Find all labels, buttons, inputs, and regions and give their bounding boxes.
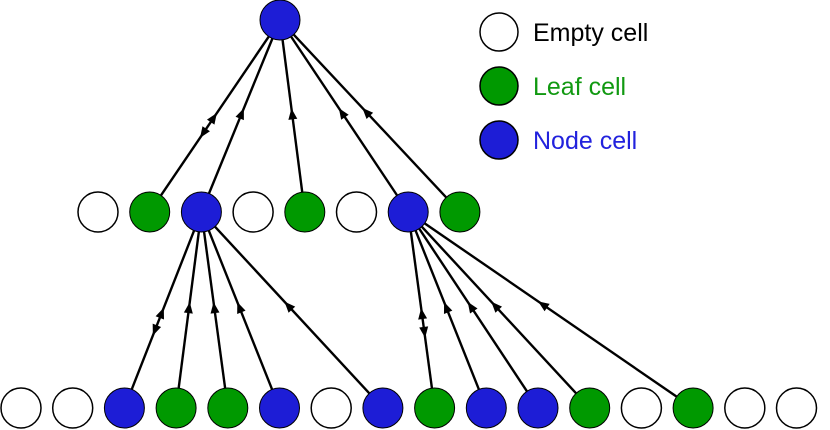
edge-arrow-up-icon <box>288 108 298 120</box>
edge-arrow-up-icon <box>235 108 244 121</box>
edge <box>420 225 577 395</box>
edge <box>418 228 528 392</box>
edge-arrow-up-icon <box>362 107 374 119</box>
node-cell <box>259 387 300 429</box>
empty-cell <box>77 191 119 233</box>
edge-line <box>420 225 577 395</box>
empty-cell <box>620 387 663 429</box>
edge-arrow-up-icon <box>467 301 478 314</box>
empty-cell <box>51 387 94 429</box>
legend-leaf-label: Leaf cell <box>533 73 626 101</box>
empty-cell <box>232 191 274 233</box>
edge <box>423 222 678 398</box>
edge-arrow-up-icon <box>210 302 220 314</box>
edge-arrow-up-icon <box>443 302 453 314</box>
empty-cell <box>724 387 766 429</box>
legend: Empty cell Leaf cell Node cell <box>479 12 648 160</box>
node-cell <box>387 191 429 233</box>
edge <box>292 33 448 199</box>
legend-node-label: Node cell <box>533 127 637 155</box>
edge-line <box>423 222 678 398</box>
leaf-cell <box>207 387 249 429</box>
edge <box>130 230 196 390</box>
leaf-cell <box>414 387 456 429</box>
legend-node-swatch <box>479 120 519 160</box>
edge <box>409 231 434 389</box>
edge-arrow-up-icon <box>183 302 193 314</box>
edge-arrow-up-icon <box>491 301 503 313</box>
legend-leaf-swatch <box>479 66 519 106</box>
edge-arrow-up-icon <box>418 308 428 320</box>
leaf-cell <box>155 387 197 429</box>
edge-line <box>214 225 371 395</box>
empty-cell <box>0 387 42 429</box>
empty-cell <box>775 387 818 429</box>
edge-arrow-up-icon <box>284 301 296 313</box>
leaf-cell <box>672 387 714 429</box>
edge-line <box>292 33 448 199</box>
edge <box>207 230 274 390</box>
edge <box>159 35 270 197</box>
node-cell <box>180 191 222 233</box>
edge-arrow-up-icon <box>237 302 246 314</box>
edge-arrow-down-icon <box>200 126 210 138</box>
edge <box>207 38 274 194</box>
root-node-cell <box>259 0 301 41</box>
leaf-cell <box>569 387 611 429</box>
empty-cell <box>310 387 352 429</box>
leaf-cell <box>284 191 326 233</box>
node-cell <box>103 387 145 429</box>
node-cell <box>465 387 507 429</box>
legend-empty-label: Empty cell <box>533 19 648 47</box>
edge-arrow-up-icon <box>206 113 217 125</box>
edge <box>414 230 481 390</box>
edge-arrow-down-icon <box>152 323 162 336</box>
edge-arrow-up-icon <box>338 108 349 120</box>
edge-arrow-down-icon <box>419 326 429 338</box>
leaf-cell <box>129 191 171 233</box>
node-cell <box>517 387 559 429</box>
edge-arrow-up-icon <box>538 301 550 312</box>
edge <box>214 225 371 395</box>
legend-empty-swatch <box>479 12 519 52</box>
node-cell <box>362 387 404 429</box>
empty-cell <box>335 191 378 233</box>
edges-layer <box>130 33 678 398</box>
edge <box>290 35 399 197</box>
edge <box>281 39 304 193</box>
edge <box>202 231 227 389</box>
leaf-cell <box>439 191 481 233</box>
edge-arrow-up-icon <box>155 307 164 320</box>
edge <box>177 231 201 389</box>
